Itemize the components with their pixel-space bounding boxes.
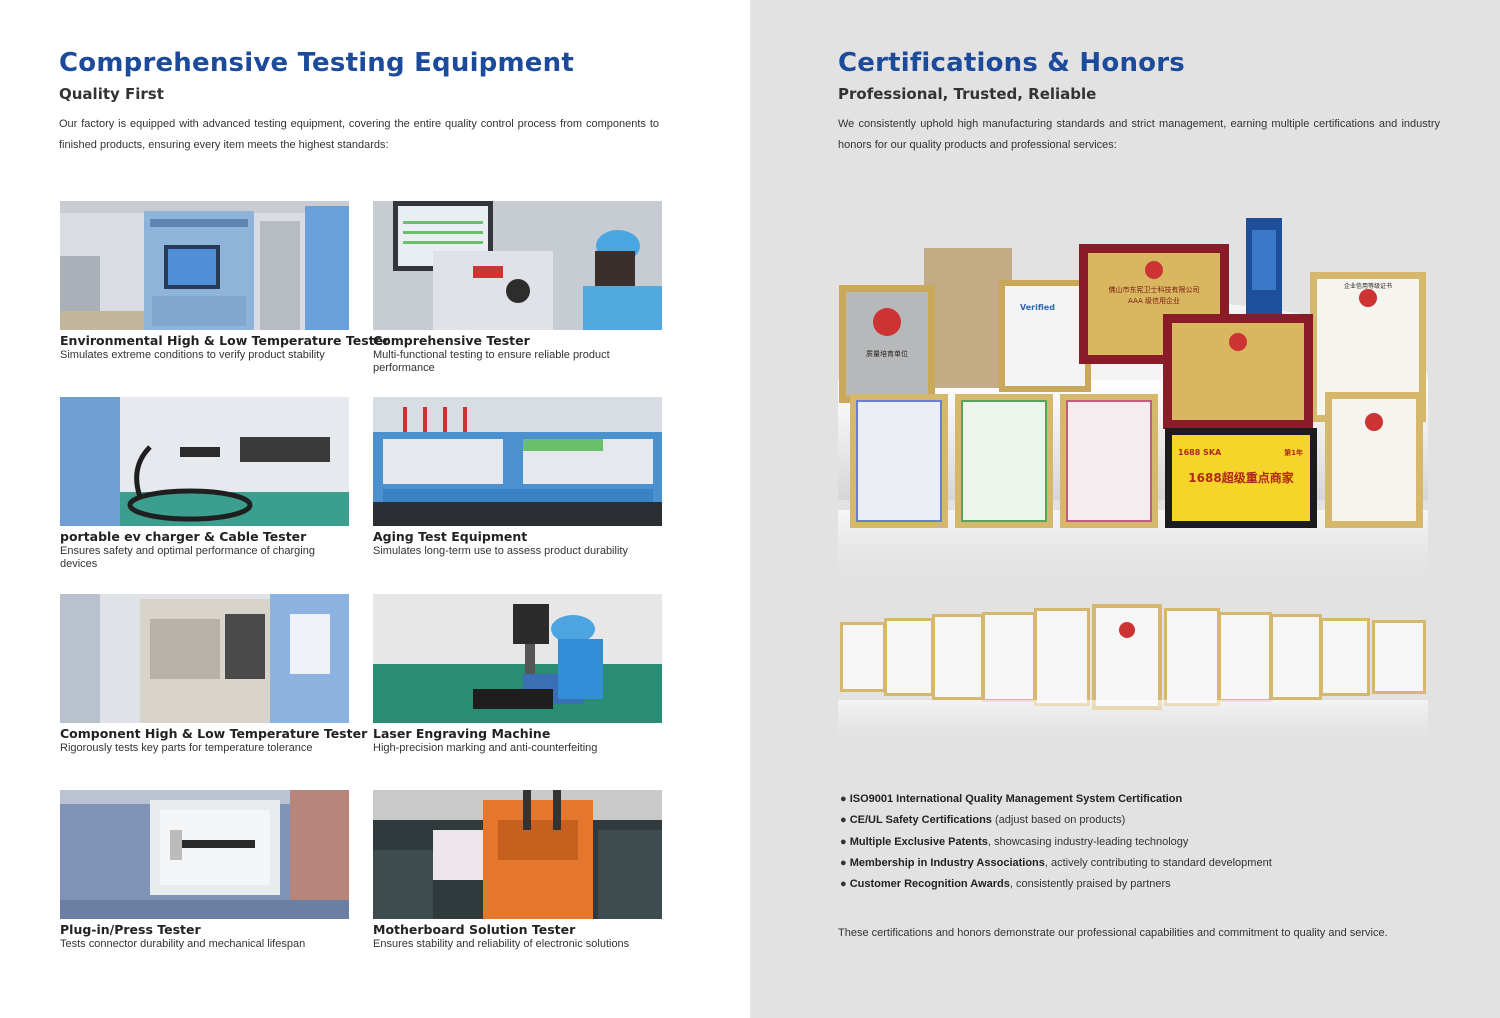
- equipment-card: Comprehensive Tester Multi-functional te…: [373, 201, 662, 375]
- certifications-subtitle: Professional, Trusted, Reliable: [838, 85, 1097, 103]
- certifications-intro: We consistently uphold high manufacturin…: [838, 118, 1440, 151]
- equipment-title: Laser Engraving Machine: [373, 726, 551, 741]
- certification-note: (adjust based on products): [991, 814, 1126, 827]
- certificates-showcase: 质量培育单位 Verified 佛山市东宪卫士科技有限公司 AAA 级信用企业 …: [838, 210, 1428, 590]
- certification-name: ISO9001 International Quality Management…: [849, 793, 1183, 805]
- equipment-title: Environmental High & Low Temperature Tes…: [60, 333, 390, 348]
- equipment-title: portable ev charger & Cable Tester: [60, 529, 307, 544]
- equipment-title: Aging Test Equipment: [373, 529, 528, 544]
- equipment-card: portable ev charger & Cable Tester Ensur…: [60, 397, 349, 571]
- ska-rank-text: 第1年: [1284, 448, 1303, 457]
- equipment-photo: [60, 397, 349, 526]
- certification-item: ● Customer Recognition Awards, consisten…: [840, 878, 1171, 891]
- ska-badge-text: 1688 SKA: [1178, 448, 1222, 457]
- equipment-card: Environmental High & Low Temperature Tes…: [60, 201, 390, 362]
- certification-name: Membership in Industry Associations: [849, 856, 1045, 869]
- ska-main-text: 1688超级重点商家: [1188, 470, 1294, 485]
- equipment-card: Component High & Low Temperature Tester …: [60, 594, 368, 755]
- credit-cert-text: 企业信用等级证书: [1344, 282, 1392, 290]
- equipment-description: Rigorously tests key parts for temperatu…: [60, 742, 313, 754]
- certification-item: ● Membership in Industry Associations, a…: [840, 856, 1272, 869]
- equipment-title: Plug-in/Press Tester: [60, 922, 201, 937]
- equipment-photo: [60, 790, 349, 919]
- aaa-plaque-text: 佛山市东宪卫士科技有限公司: [1109, 285, 1200, 294]
- certifications-title: Certifications & Honors: [838, 48, 1185, 78]
- certification-name: Multiple Exclusive Patents: [849, 835, 988, 848]
- equipment-description: Ensures stability and reliability of ele…: [373, 938, 630, 950]
- equipment-photo: [60, 201, 349, 330]
- equipment-photo: [373, 790, 662, 919]
- equipment-photo: [373, 201, 662, 330]
- certification-name: CE/UL Safety Certifications: [849, 814, 992, 827]
- equipment-title: Comprehensive Tester: [373, 333, 530, 348]
- closing-statement: These certifications and honors demonstr…: [838, 927, 1388, 939]
- equipment-photo: [60, 594, 349, 723]
- page-subtitle: Quality First: [59, 85, 164, 103]
- equipment-card: Aging Test Equipment Simulates long-term…: [373, 397, 662, 558]
- certification-note: , actively contributing to standard deve…: [1044, 856, 1272, 869]
- equipment-description: Simulates extreme conditions to verify p…: [60, 349, 325, 361]
- certification-item: ● CE/UL Safety Certifications (adjust ba…: [840, 814, 1126, 827]
- equipment-title: Component High & Low Temperature Tester: [60, 726, 368, 741]
- certification-list: ● ISO9001 International Quality Manageme…: [840, 789, 1440, 895]
- certification-note: , consistently praised by partners: [1009, 878, 1171, 891]
- certification-name: Customer Recognition Awards: [849, 878, 1010, 891]
- equipment-card: Plug-in/Press Tester Tests connector dur…: [60, 790, 349, 951]
- certification-item: ● ISO9001 International Quality Manageme…: [840, 793, 1183, 805]
- testing-equipment-page: Comprehensive Testing Equipment Quality …: [59, 48, 662, 951]
- certificates-strip: [838, 600, 1428, 750]
- equipment-card: Motherboard Solution Tester Ensures stab…: [373, 790, 662, 951]
- equipment-title: Motherboard Solution Tester: [373, 922, 576, 937]
- aaa-plaque-subtext: AAA 级信用企业: [1128, 296, 1180, 305]
- equipment-description: Multi-functional testing to ensure relia…: [373, 349, 610, 374]
- certification-note: , showcasing industry-leading technology: [987, 835, 1189, 848]
- verified-text: Verified: [1020, 303, 1055, 312]
- quality-plaque-text: 质量培育单位: [866, 349, 908, 358]
- equipment-photo: [373, 397, 662, 526]
- equipment-description: Simulates long-term use to assess produc…: [373, 545, 628, 557]
- equipment-description: Tests connector durability and mechanica…: [60, 938, 306, 950]
- equipment-description: Ensures safety and optimal performance o…: [60, 545, 315, 570]
- equipment-photo: [373, 594, 662, 723]
- page-title: Comprehensive Testing Equipment: [59, 48, 574, 78]
- certification-item: ● Multiple Exclusive Patents, showcasing…: [840, 835, 1189, 848]
- equipment-card: Laser Engraving Machine High-precision m…: [373, 594, 662, 755]
- intro-text: Our factory is equipped with advanced te…: [59, 118, 659, 151]
- equipment-description: High-precision marking and anti-counterf…: [373, 742, 598, 754]
